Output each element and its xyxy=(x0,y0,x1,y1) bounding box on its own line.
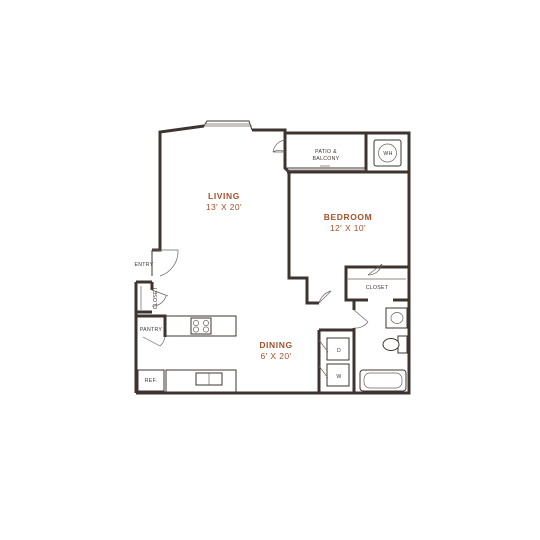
toilet-bowl-icon xyxy=(382,338,400,351)
pantry: PANTRY xyxy=(140,327,166,347)
washer-label: W xyxy=(336,374,341,380)
refrigerator-label: REF. xyxy=(145,378,157,384)
entry-closet-label: CLOSET xyxy=(153,286,159,309)
living-room-name: LIVING xyxy=(208,191,240,201)
washer-icon xyxy=(326,363,350,387)
stove-icon xyxy=(190,317,212,335)
bay-window xyxy=(203,120,253,131)
living-room-dims: 13' X 20' xyxy=(206,202,242,212)
laundry: D W xyxy=(318,337,350,387)
room-labels: LIVING 13' X 20' BEDROOM 12' X 10' DININ… xyxy=(206,191,372,361)
entry-closet: CLOSET xyxy=(140,286,169,310)
water-heater: WH xyxy=(373,139,402,167)
interior-walls xyxy=(134,133,409,393)
dryer-icon xyxy=(326,337,350,361)
bathroom xyxy=(353,307,408,392)
bedroom-closet: CLOSET xyxy=(348,263,406,291)
bedroom-door xyxy=(318,290,332,304)
dryer-label: D xyxy=(337,348,341,354)
vanity-icon xyxy=(385,307,408,329)
bedroom-dims: 12' X 10' xyxy=(330,223,366,233)
water-heater-label: WH xyxy=(383,151,392,157)
patio-label-line2: BALCONY xyxy=(313,156,340,162)
dining-room-name: DINING xyxy=(259,340,292,350)
patio-balcony: PATIO & BALCONY xyxy=(272,139,366,171)
bathtub-icon xyxy=(359,369,407,392)
bedroom-name: BEDROOM xyxy=(324,212,373,222)
kitchen: REF. xyxy=(137,315,237,393)
refrigerator-icon xyxy=(137,369,165,392)
dining-room-dims: 6' X 20' xyxy=(260,351,291,361)
entry: ENTRY xyxy=(135,249,179,277)
entry-label: ENTRY xyxy=(135,262,154,268)
pantry-label: PANTRY xyxy=(140,327,163,333)
patio-label-line1: PATIO & xyxy=(315,149,337,155)
bedroom-closet-label: CLOSET xyxy=(366,285,389,291)
